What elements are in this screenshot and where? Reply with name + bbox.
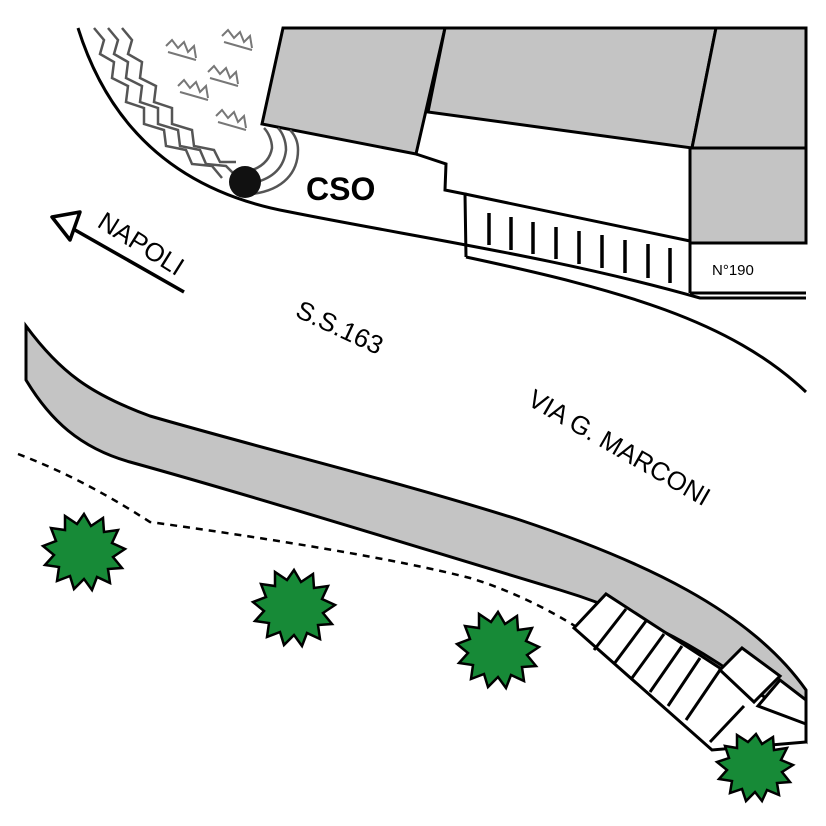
parking-stall <box>592 608 628 651</box>
wave-line <box>121 27 236 164</box>
parking-stall <box>612 620 648 665</box>
wave-line <box>247 127 288 186</box>
parking-top-edge <box>464 192 691 243</box>
house-number-label: N°190 <box>712 262 754 279</box>
tree-icon <box>454 609 542 691</box>
parking-lower-wide-bay <box>717 646 783 705</box>
parking-lower <box>571 592 808 752</box>
parking-stall <box>708 704 746 744</box>
parking-lower-end-bay <box>755 677 808 727</box>
marsh-icon <box>177 78 209 101</box>
tree-icon <box>40 511 128 593</box>
road-edge-via-marconi <box>465 255 808 394</box>
tree-crown <box>40 511 128 593</box>
buildings <box>260 26 808 245</box>
tree-icon <box>714 731 796 804</box>
marsh-symbols <box>165 28 253 131</box>
parking-stall <box>648 645 684 693</box>
tree-crown <box>454 609 542 691</box>
road-code-label: S.S.163 <box>291 294 388 360</box>
wave-line <box>245 127 274 174</box>
garden-waves <box>93 27 300 196</box>
arrow-up-left-icon <box>50 210 185 294</box>
cso-marker-icon <box>229 166 261 198</box>
cso-lot <box>415 152 806 295</box>
tree-crown <box>714 731 796 804</box>
wave-line <box>251 129 300 196</box>
marsh-icon <box>165 38 197 61</box>
wave-line <box>93 27 223 179</box>
parking-lower-stalls <box>592 608 746 744</box>
street-name-label: VIA G. MARCONI <box>523 383 716 512</box>
wave-line <box>107 27 237 177</box>
arrow-shaft <box>67 224 185 294</box>
marsh-icon <box>215 108 247 131</box>
marsh-icon <box>207 64 239 87</box>
parking-stall <box>684 669 722 721</box>
parking-stalls <box>487 213 672 283</box>
arrow-head <box>50 210 82 242</box>
tree-crown <box>250 567 338 649</box>
napoli-label: NAPOLI <box>93 206 190 282</box>
parking-stall <box>630 633 666 679</box>
lot-boundary <box>415 152 468 258</box>
parking-stall <box>666 657 702 707</box>
tree-icon <box>250 567 338 649</box>
cso-label: CSO <box>306 171 375 207</box>
marsh-icon <box>221 28 253 51</box>
road-edge-north <box>76 27 806 300</box>
building-left <box>260 26 447 156</box>
building-right-bottom <box>688 146 808 245</box>
building-middle <box>426 26 718 150</box>
property-line-dashed <box>17 452 579 630</box>
